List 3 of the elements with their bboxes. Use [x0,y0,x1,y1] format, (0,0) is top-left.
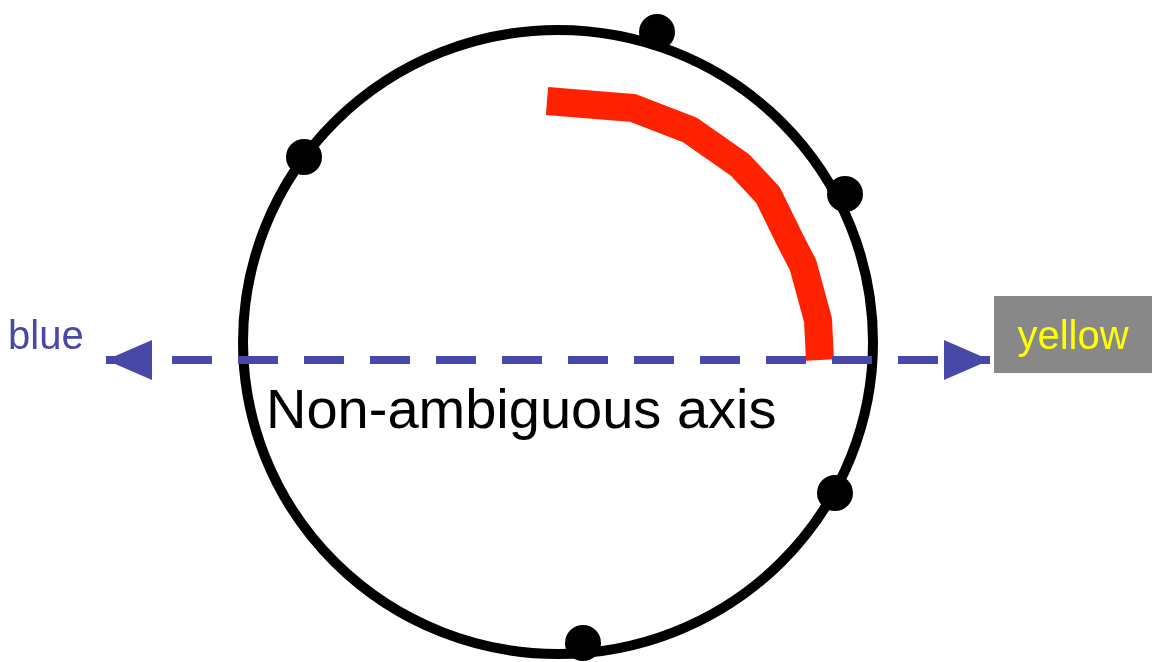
axis-label: Non-ambiguous axis [266,376,777,442]
axis-end-label: blue [8,315,104,365]
label-box: yellow [994,296,1152,373]
